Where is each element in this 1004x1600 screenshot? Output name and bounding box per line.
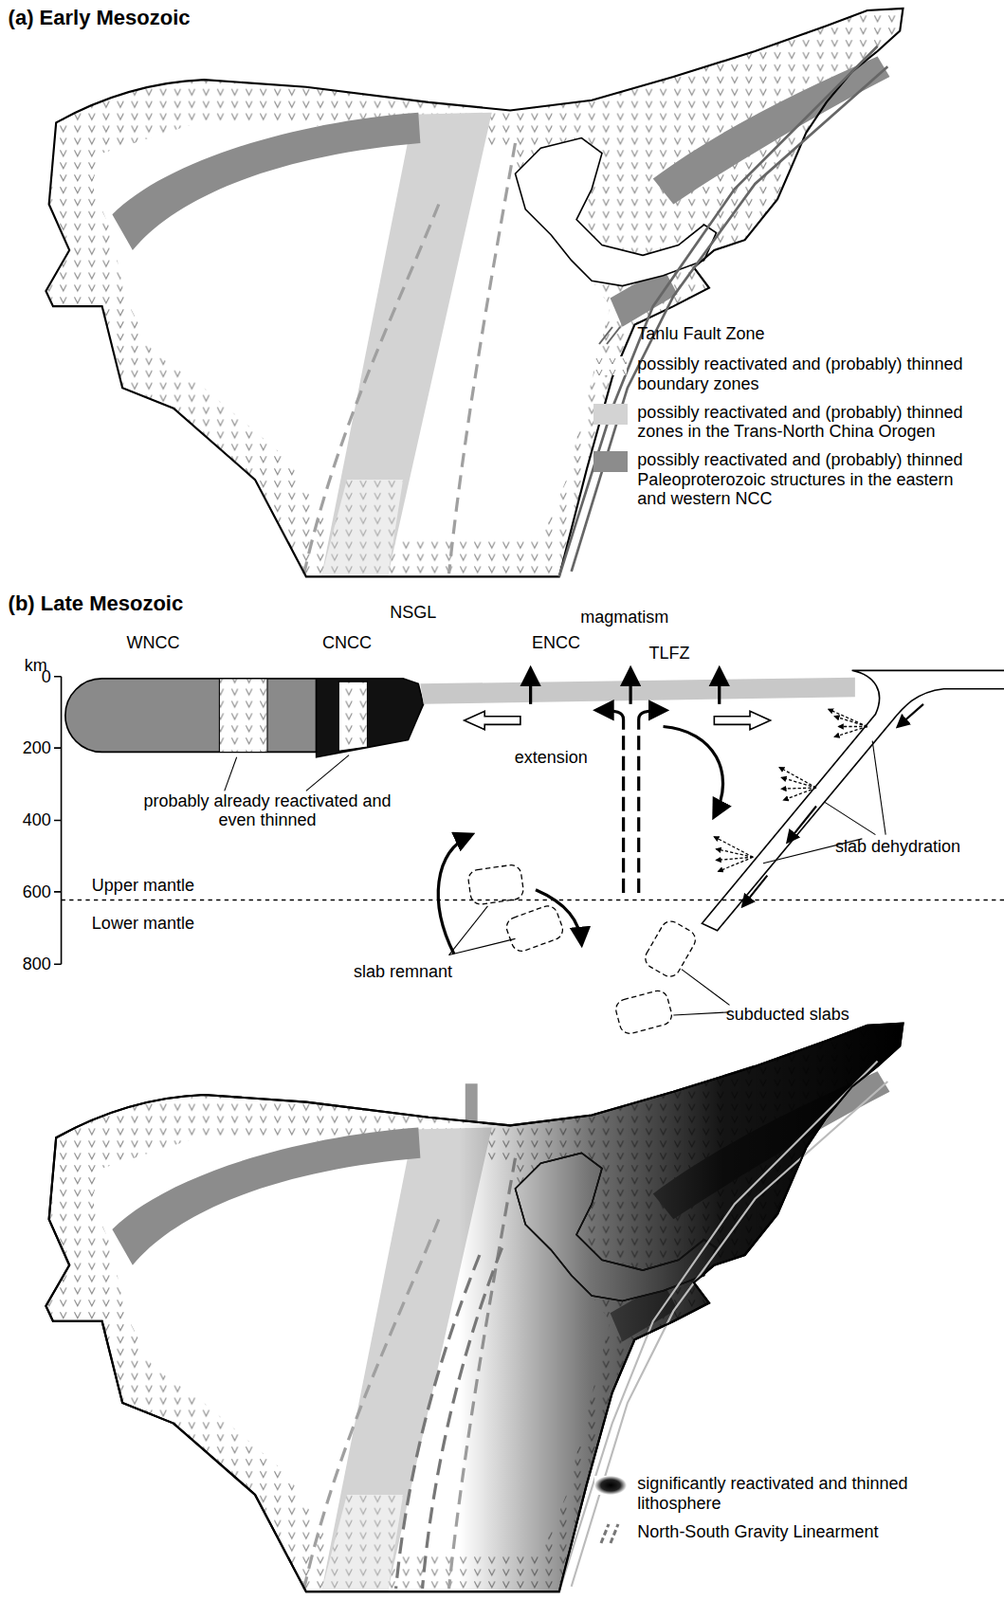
axis-label: 800 (22, 954, 52, 975)
section-label: ENCC (531, 633, 581, 654)
legend-text: Tanlu Fault Zone (637, 324, 979, 345)
legend-text: possibly reactivated and (probably) thin… (637, 402, 979, 442)
legend-text: significantly reactivated and thinned li… (637, 1474, 979, 1514)
section-label: WNCC (126, 633, 180, 654)
legend-sample (593, 325, 628, 347)
legend-entry: possibly reactivated and (probably) thin… (593, 402, 992, 442)
legend-entry: possibly reactivated and (probably) thin… (593, 354, 992, 394)
legend-text: possibly reactivated and (probably) thin… (637, 354, 979, 394)
section-label: TLFZ (649, 642, 691, 663)
legend-text: North-South Gravity Linearment (637, 1522, 979, 1543)
axis-label: 400 (22, 810, 52, 831)
legend-entry: possibly reactivated and (probably) thin… (593, 450, 992, 510)
legend-entry: significantly reactivated and thinned li… (593, 1474, 992, 1514)
legend: Tanlu Fault Zone possibly reactivated and… (593, 324, 992, 518)
legend-entry: North-South Gravity Linearment (593, 1522, 992, 1545)
panel-title: (b) Late Mesozoic (8, 591, 184, 616)
axis-label: 0 (41, 666, 52, 687)
axis-label: 600 (22, 881, 52, 902)
section-label: slab dehydration (835, 837, 961, 858)
legend-sample (593, 1523, 628, 1545)
section-label: subducted slabs (726, 1004, 850, 1024)
section-label: extension (514, 747, 588, 767)
section-label: probably already reactivated and even th… (139, 791, 395, 831)
section-label: CNCC (322, 633, 372, 654)
legend-swatch (593, 403, 628, 425)
panel-title: (a) Early Mesozoic (8, 6, 191, 31)
legend-text: possibly reactivated and (probably) thin… (637, 450, 979, 510)
section-label: Lower mantle (91, 913, 195, 934)
legend-sample (593, 1475, 628, 1497)
section-label: slab remnant (353, 961, 453, 982)
section-label: NSGL (389, 602, 437, 622)
legend-entry: Tanlu Fault Zone (593, 324, 992, 347)
section-label: Upper mantle (91, 876, 195, 896)
section-label: magmatism (580, 607, 669, 628)
legend-swatch (593, 451, 628, 473)
legend-sample (593, 355, 628, 377)
legend: significantly reactivated and thinned li… (593, 1474, 992, 1552)
axis-label: 200 (22, 738, 52, 759)
